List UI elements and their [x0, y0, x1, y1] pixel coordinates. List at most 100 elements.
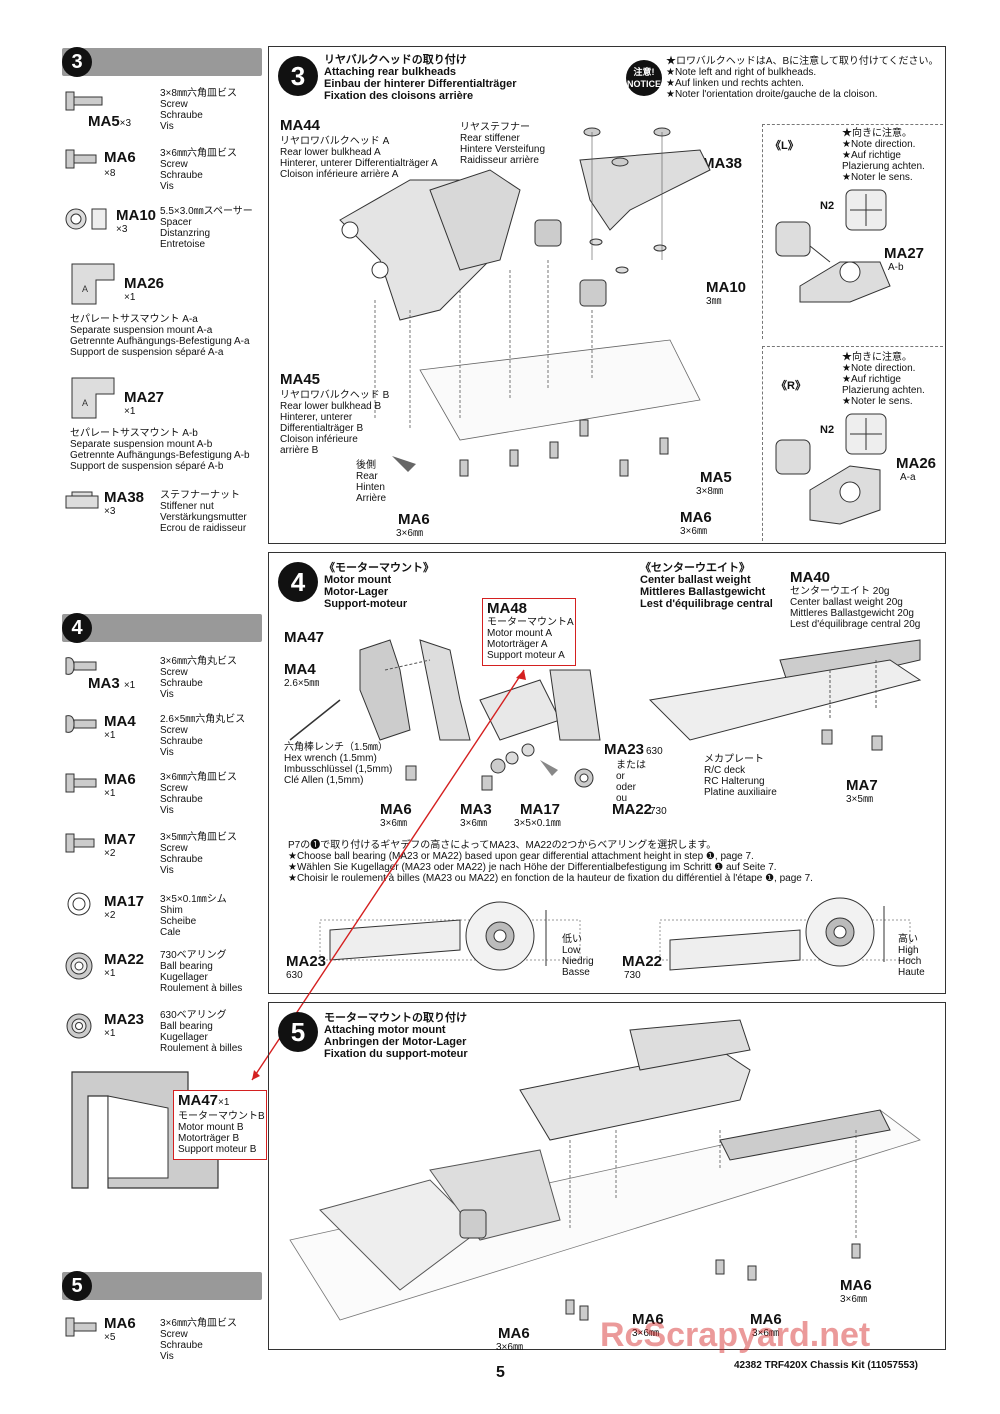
- or-label: または or oder ou: [616, 760, 646, 804]
- ma27-sub: A-b: [888, 262, 904, 273]
- screw-icon: [65, 773, 97, 793]
- right-label: 《R》: [776, 380, 806, 392]
- part-desc: 3×5×0.1㎜シム Shim Scheibe Cale: [160, 894, 227, 938]
- ma40-code: MA40: [790, 569, 831, 586]
- step5-title: モーターマウントの取り付け Attaching motor mount Anbr…: [324, 1012, 468, 1060]
- low-code: MA23: [286, 953, 327, 970]
- part-qty: ×2: [104, 848, 116, 859]
- part-desc: 3×6㎜六角皿ビス Screw Schraube Vis: [160, 1318, 237, 1362]
- suspension-mount-icon: A: [71, 263, 115, 305]
- ma6-d-size: 3×6㎜: [840, 1294, 867, 1305]
- left-label: 《L》: [770, 140, 799, 152]
- ma6-right-code: MA6: [680, 509, 712, 526]
- part-desc: モーターマウントB Motor mount B Motorträger B Su…: [178, 1111, 265, 1155]
- ma45-code: MA45: [280, 371, 321, 388]
- svg-text:A: A: [82, 398, 88, 408]
- part-code: MA27: [124, 389, 165, 406]
- nut-icon: [65, 491, 99, 509]
- ma7-code: MA7: [846, 777, 878, 794]
- n2-right-label: N2: [820, 424, 835, 436]
- part-code: MA22: [104, 951, 145, 968]
- screw-icon: [65, 91, 103, 111]
- screw-icon: [65, 1317, 97, 1337]
- kit-footer: 42382 TRF420X Chassis Kit (11057553): [734, 1360, 918, 1371]
- motor-mount-assembly-drawing: [289, 639, 601, 791]
- ma23-sub: 630: [646, 746, 663, 757]
- ma22-sub: 730: [650, 806, 667, 817]
- sidebar-step4-number: 4: [62, 613, 92, 643]
- step5-panel: [268, 1002, 946, 1350]
- low-gear-diagram: [319, 901, 581, 971]
- ma4-size: 2.6×5㎜: [284, 678, 320, 689]
- part-code: MA10: [116, 207, 157, 224]
- ma6-b-code: MA6: [632, 1311, 664, 1328]
- sidebar-step3-number: 3: [62, 47, 92, 77]
- screw-icon: [65, 149, 97, 169]
- ballast-deck-drawing: [648, 639, 922, 751]
- ma10-size: 3㎜: [706, 296, 722, 307]
- ma45-desc: リヤロワバルクヘッド B Rear lower bulkhead B Hinte…: [280, 390, 390, 456]
- part-code: MA3 ×1: [88, 675, 136, 692]
- ma5-code: MA5: [700, 469, 732, 486]
- ma47-code: MA47: [284, 629, 325, 646]
- part-desc: 3×6㎜六角皿ビス Screw Schraube Vis: [160, 772, 237, 816]
- part-desc: セパレートサスマウント A-a Separate suspension moun…: [70, 314, 250, 358]
- part-code: MA26: [124, 275, 165, 292]
- low-sub: 630: [286, 970, 303, 981]
- step4-title: 《モーターマウント》 Motor mount Motor-Lager Suppo…: [324, 562, 434, 610]
- part-qty: ×3: [116, 224, 128, 235]
- part-code: MA6: [104, 149, 136, 166]
- ma17-size: 3×5×0.1㎜: [514, 818, 561, 829]
- part-qty: ×1: [104, 788, 116, 799]
- rear-stiffener-label: リヤステフナー Rear stiffener Hintere Versteifu…: [460, 122, 546, 166]
- ma10-code: MA10: [706, 279, 747, 296]
- part-desc: 3×6㎜六角丸ビス Screw Schraube Vis: [160, 656, 237, 700]
- shim-icon: [67, 892, 91, 916]
- ma48-desc: モーターマウントA Motor mount A Motorträger A Su…: [487, 617, 574, 661]
- hex-wrench-label: 六角棒レンチ（1.5㎜） Hex wrench (1.5mm) Imbussch…: [284, 742, 393, 786]
- ma6-b-size: 3×6㎜: [632, 1328, 659, 1339]
- part-code: MA23: [104, 1011, 145, 1028]
- part-code: MA38: [104, 489, 145, 506]
- part-qty: ×5: [104, 1332, 116, 1343]
- ma6-size: 3×6㎜: [380, 818, 407, 829]
- part-qty: ×1: [104, 1028, 116, 1039]
- watermark: RcScrapyard.net: [600, 1316, 871, 1354]
- step5-number: 5: [278, 1012, 318, 1052]
- part-code: MA47×1: [178, 1092, 230, 1109]
- part-qty: ×1: [104, 968, 116, 979]
- part-code: MA4: [104, 713, 136, 730]
- rear-bulkhead-assembly-drawing: [339, 127, 711, 477]
- part-code: MA6: [104, 771, 136, 788]
- ma47-callout: MA47×1 モーターマウントB Motor mount B Motorträg…: [173, 1090, 267, 1160]
- part-desc: セパレートサスマウント A-b Separate suspension moun…: [70, 428, 250, 472]
- right-note: ★向きに注意。 ★Note direction. ★Auf richtige P…: [842, 352, 925, 407]
- ma6-c-size: 3×6㎜: [752, 1328, 779, 1339]
- step3-title: リヤバルクヘッドの取り付け Attaching rear bulkheads E…: [324, 54, 517, 102]
- part-qty: ×1: [124, 406, 136, 417]
- ma17-code: MA17: [520, 801, 561, 818]
- right-mount-detail-drawing: [775, 413, 887, 525]
- ma7-size: 3×5㎜: [846, 794, 873, 805]
- rear-label: 後側 Rear Hinten Arrière: [356, 460, 387, 504]
- ma6-a-code: MA6: [498, 1325, 530, 1342]
- n2-label: N2: [820, 200, 835, 212]
- bearing-icon: [66, 1013, 92, 1039]
- step3-panel: [268, 46, 946, 544]
- part-desc: 5.5×3.0㎜スペーサー Spacer Distanzring Entreto…: [160, 206, 253, 250]
- ma48-callout: MA48 モーターマウントA Motor mount A Motorträger…: [482, 598, 576, 666]
- ma6-right-size: 3×6㎜: [680, 526, 707, 537]
- high-code: MA22: [622, 953, 663, 970]
- rc-deck-label: メカプレート R/C deck RC Halterung Platine aux…: [704, 754, 777, 798]
- high-gear-diagram: [659, 897, 911, 971]
- spacer-icon: [65, 208, 107, 230]
- part-qty: ×8: [104, 168, 116, 179]
- ma6-c-code: MA6: [750, 1311, 782, 1328]
- part-qty: ×1: [104, 730, 116, 741]
- ma40-desc: センターウエイト 20g Center ballast weight 20g M…: [790, 586, 921, 630]
- part-desc: 630ベアリング Ball bearing Kugellager Rouleme…: [160, 1010, 243, 1054]
- part-code: MA17: [104, 893, 145, 910]
- right-detail-divider: [762, 346, 943, 541]
- part-desc: 2.6×5㎜六角丸ビス Screw Schraube Vis: [160, 714, 246, 758]
- ma5-size: 3×8㎜: [696, 486, 723, 497]
